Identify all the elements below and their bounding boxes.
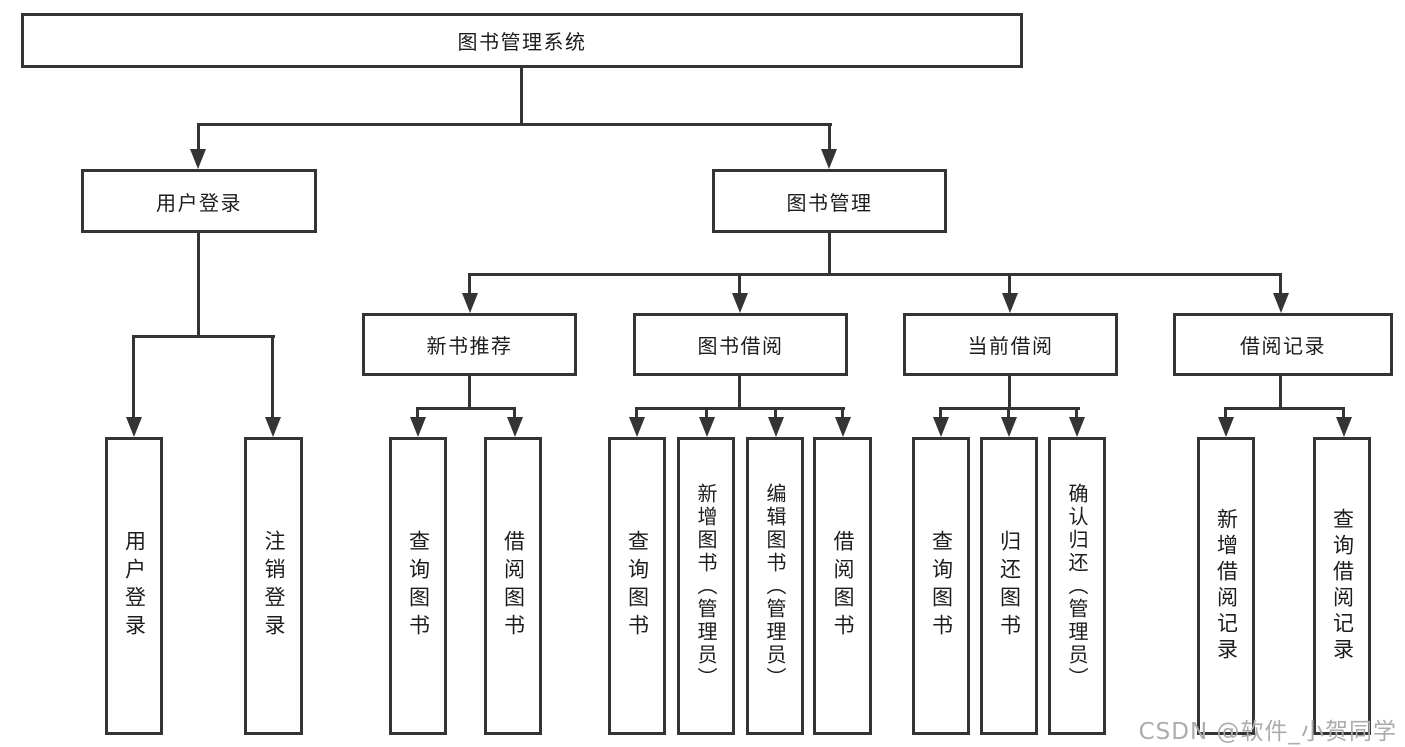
connector-new-books-stem <box>468 376 471 410</box>
arrow-to-cb-confirm <box>1069 417 1085 437</box>
connector-drop-book-borrow <box>738 273 741 295</box>
arrow-to-bb-query <box>629 417 645 437</box>
node-new-books-label: 新书推荐 <box>426 334 513 358</box>
csdn-watermark: CSDN @软件_小贺同学 <box>1138 719 1397 745</box>
arrow-to-bb-borrow <box>835 417 851 437</box>
connector-borrow-records-horizontal <box>1224 407 1345 410</box>
arrow-to-bb-add <box>699 417 715 437</box>
connector-drop-br-query <box>1342 407 1345 421</box>
leaf-nb-borrow-books-label: 借阅图书 <box>501 530 526 642</box>
arrow-to-cb-return <box>1001 417 1017 437</box>
leaf-bb-edit-book-admin-label: 编辑图书（管理员） <box>763 482 787 690</box>
leaf-cb-query-books: 查询图书 <box>912 437 970 735</box>
leaf-bb-borrow-books-label: 借阅图书 <box>831 530 855 642</box>
leaf-bb-edit-book-admin: 编辑图书（管理员） <box>746 437 804 735</box>
leaf-logout-label: 注销登录 <box>262 530 286 642</box>
leaf-br-query-record: 查询借阅记录 <box>1313 437 1371 735</box>
connector-drop-leaf-user-login <box>132 335 135 419</box>
node-book-mgmt-label: 图书管理 <box>786 190 873 215</box>
arrow-to-bb-edit <box>768 417 784 437</box>
node-book-mgmt: 图书管理 <box>712 169 947 233</box>
node-user-login: 用户登录 <box>81 169 317 233</box>
connector-drop-bb-add <box>705 407 708 421</box>
connector-drop-current-borrow <box>1008 273 1011 295</box>
leaf-logout: 注销登录 <box>244 437 303 735</box>
leaf-br-add-record: 新增借阅记录 <box>1197 437 1255 735</box>
leaf-bb-add-book-admin-label: 新增图书（管理员） <box>694 482 718 690</box>
arrow-to-current-borrow <box>1002 293 1018 313</box>
leaf-cb-return-book-label: 归还图书 <box>997 530 1022 642</box>
connector-drop-bb-query <box>635 407 638 421</box>
arrow-to-br-query <box>1336 417 1352 437</box>
connector-new-books-horizontal <box>416 407 516 410</box>
connector-drop-nb-query <box>416 407 419 421</box>
connector-drop-bb-borrow <box>841 407 844 421</box>
arrow-to-new-books <box>462 293 478 313</box>
leaf-bb-borrow-books: 借阅图书 <box>813 437 872 735</box>
arrow-to-cb-query <box>933 417 949 437</box>
connector-drop-book-mgmt <box>828 123 831 151</box>
connector-book-mgmt-stem <box>828 233 831 276</box>
leaf-bb-query-books-label: 查询图书 <box>625 530 650 642</box>
node-root: 图书管理系统 <box>21 13 1023 68</box>
connector-drop-cb-query <box>939 407 942 421</box>
node-borrow-records: 借阅记录 <box>1173 313 1393 376</box>
node-user-login-label: 用户登录 <box>156 190 242 215</box>
arrow-to-leaf-user-login <box>126 417 142 437</box>
connector-drop-user-login <box>197 123 200 151</box>
connector-drop-new-books <box>468 273 471 295</box>
leaf-nb-query-books-label: 查询图书 <box>406 530 431 642</box>
arrow-to-user-login <box>190 149 206 169</box>
node-book-borrow-label: 图书借阅 <box>697 334 784 358</box>
connector-drop-cb-return <box>1007 407 1010 421</box>
leaf-cb-confirm-return-admin-label: 确认归还（管理员） <box>1065 482 1089 690</box>
arrow-to-nb-borrow <box>507 417 523 437</box>
leaf-br-query-record-label: 查询借阅记录 <box>1330 508 1355 664</box>
leaf-cb-return-book: 归还图书 <box>980 437 1038 735</box>
connector-drop-bb-edit <box>774 407 777 421</box>
leaf-nb-borrow-books: 借阅图书 <box>484 437 542 735</box>
arrow-to-borrow-records <box>1273 293 1289 313</box>
connector-user-login-stem <box>197 233 200 338</box>
connector-level2-horizontal <box>468 273 1282 276</box>
arrow-to-leaf-logout <box>265 417 281 437</box>
connector-current-borrow-stem <box>1008 376 1011 410</box>
leaf-bb-query-books: 查询图书 <box>608 437 666 735</box>
connector-drop-br-add <box>1224 407 1227 421</box>
arrow-to-nb-query <box>410 417 426 437</box>
connector-drop-cb-confirm <box>1075 407 1078 421</box>
node-current-borrow: 当前借阅 <box>903 313 1118 376</box>
leaf-cb-query-books-label: 查询图书 <box>929 530 954 642</box>
node-new-books: 新书推荐 <box>362 313 577 376</box>
leaf-cb-confirm-return-admin: 确认归还（管理员） <box>1048 437 1106 735</box>
arrow-to-book-borrow <box>732 293 748 313</box>
connector-level1-horizontal <box>197 123 832 126</box>
leaf-br-add-record-label: 新增借阅记录 <box>1214 508 1239 664</box>
connector-user-login-horizontal <box>132 335 275 338</box>
connector-book-borrow-horizontal <box>635 407 845 410</box>
leaf-user-login-label: 用户登录 <box>122 530 147 642</box>
connector-root-stem <box>520 68 523 125</box>
node-current-borrow-label: 当前借阅 <box>967 334 1054 358</box>
node-root-label: 图书管理系统 <box>457 30 587 54</box>
arrow-to-book-mgmt <box>821 149 837 169</box>
leaf-nb-query-books: 查询图书 <box>389 437 447 735</box>
connector-borrow-records-stem <box>1279 376 1282 410</box>
node-borrow-records-label: 借阅记录 <box>1240 334 1326 358</box>
node-book-borrow: 图书借阅 <box>633 313 848 376</box>
leaf-bb-add-book-admin: 新增图书（管理员） <box>677 437 735 735</box>
leaf-user-login: 用户登录 <box>105 437 163 735</box>
arrow-to-br-add <box>1218 417 1234 437</box>
connector-drop-borrow-records <box>1279 273 1282 295</box>
connector-drop-leaf-logout <box>271 335 274 419</box>
connector-book-borrow-stem <box>738 376 741 410</box>
connector-drop-nb-borrow <box>513 407 516 421</box>
